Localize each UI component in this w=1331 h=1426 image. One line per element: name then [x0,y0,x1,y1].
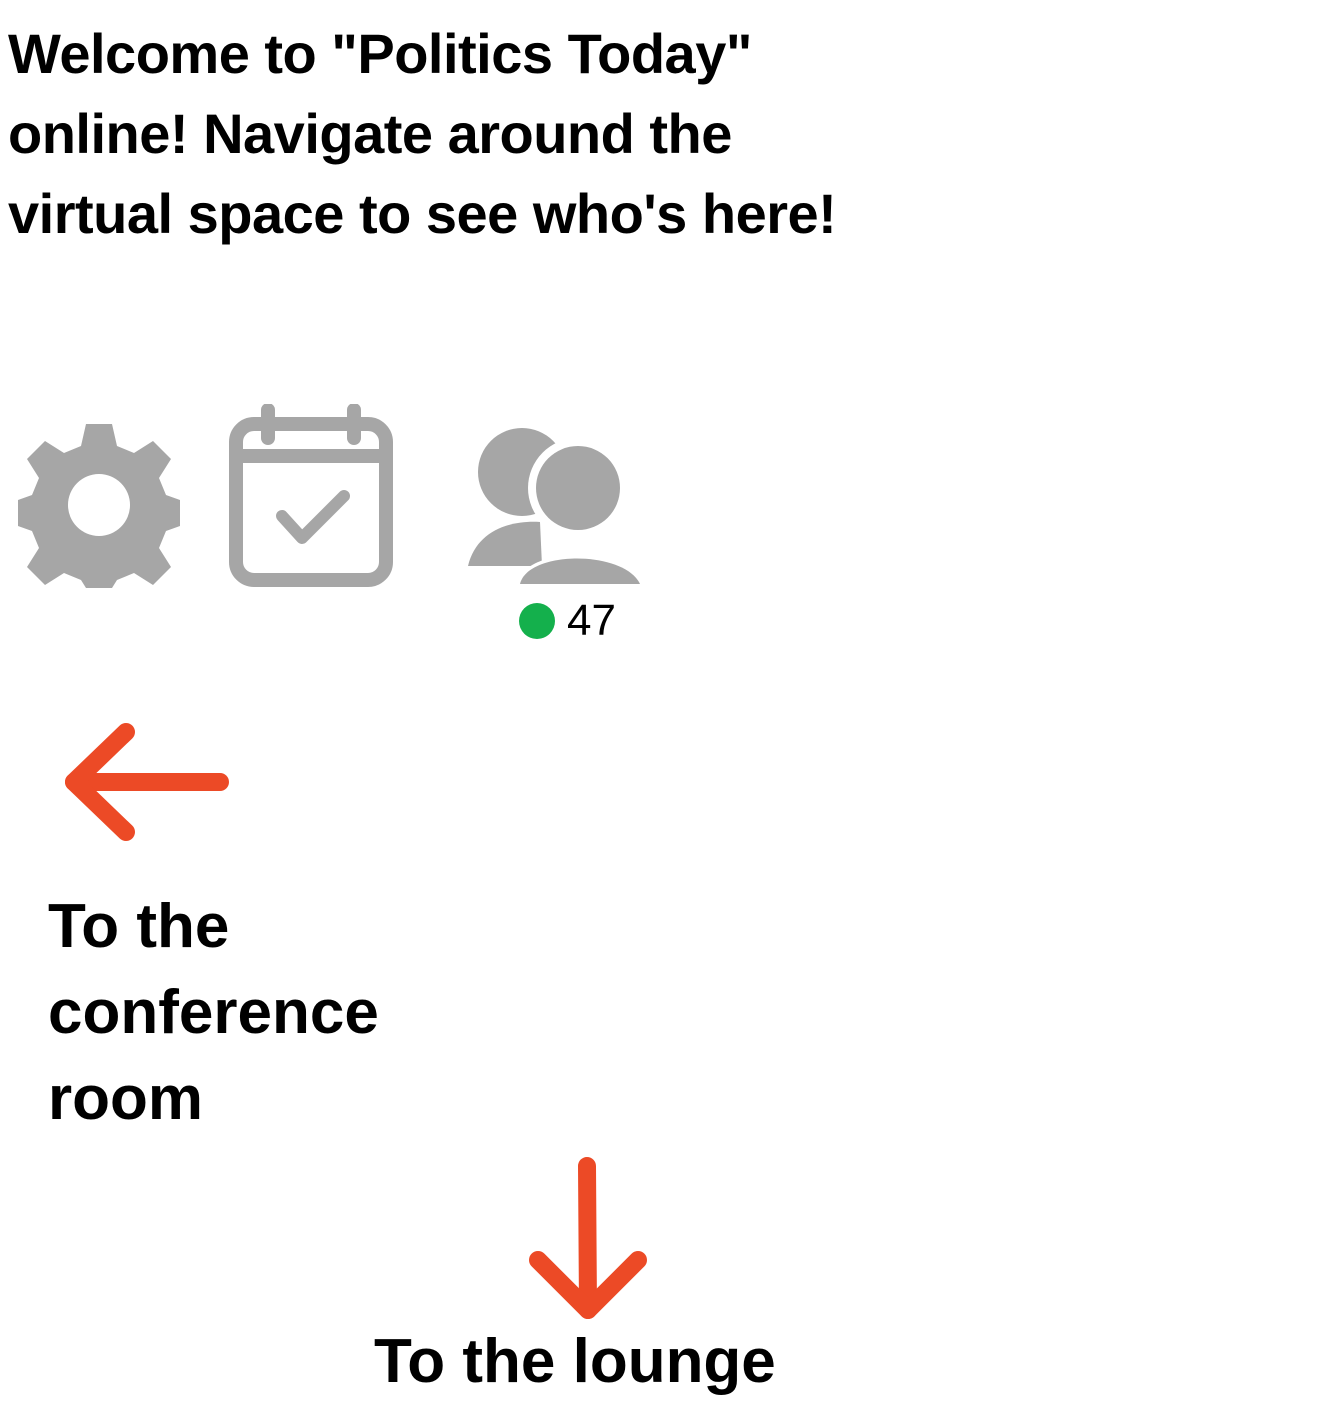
arrow-left-icon[interactable] [60,720,232,844]
settings-gear-graphic [18,424,180,588]
settings-gear-icon[interactable] [16,422,182,588]
people-graphic [468,428,642,588]
people-icon[interactable] [462,424,644,588]
arrow-down-graphic [529,1157,647,1319]
arrow-down-icon[interactable] [524,1156,652,1324]
online-users-indicator: 47 [519,596,616,646]
calendar-check-graphic [229,404,393,587]
arrow-left-graphic [65,723,229,841]
online-status-dot [519,603,555,639]
gear-shape [18,424,180,588]
online-count: 47 [567,596,616,645]
lounge-link[interactable]: To the lounge [374,1327,776,1396]
conference-room-link[interactable]: To the conference room [48,892,379,1133]
welcome-heading: Welcome to "Politics Today" online! Navi… [8,22,837,245]
calendar-check-icon[interactable] [228,404,394,588]
